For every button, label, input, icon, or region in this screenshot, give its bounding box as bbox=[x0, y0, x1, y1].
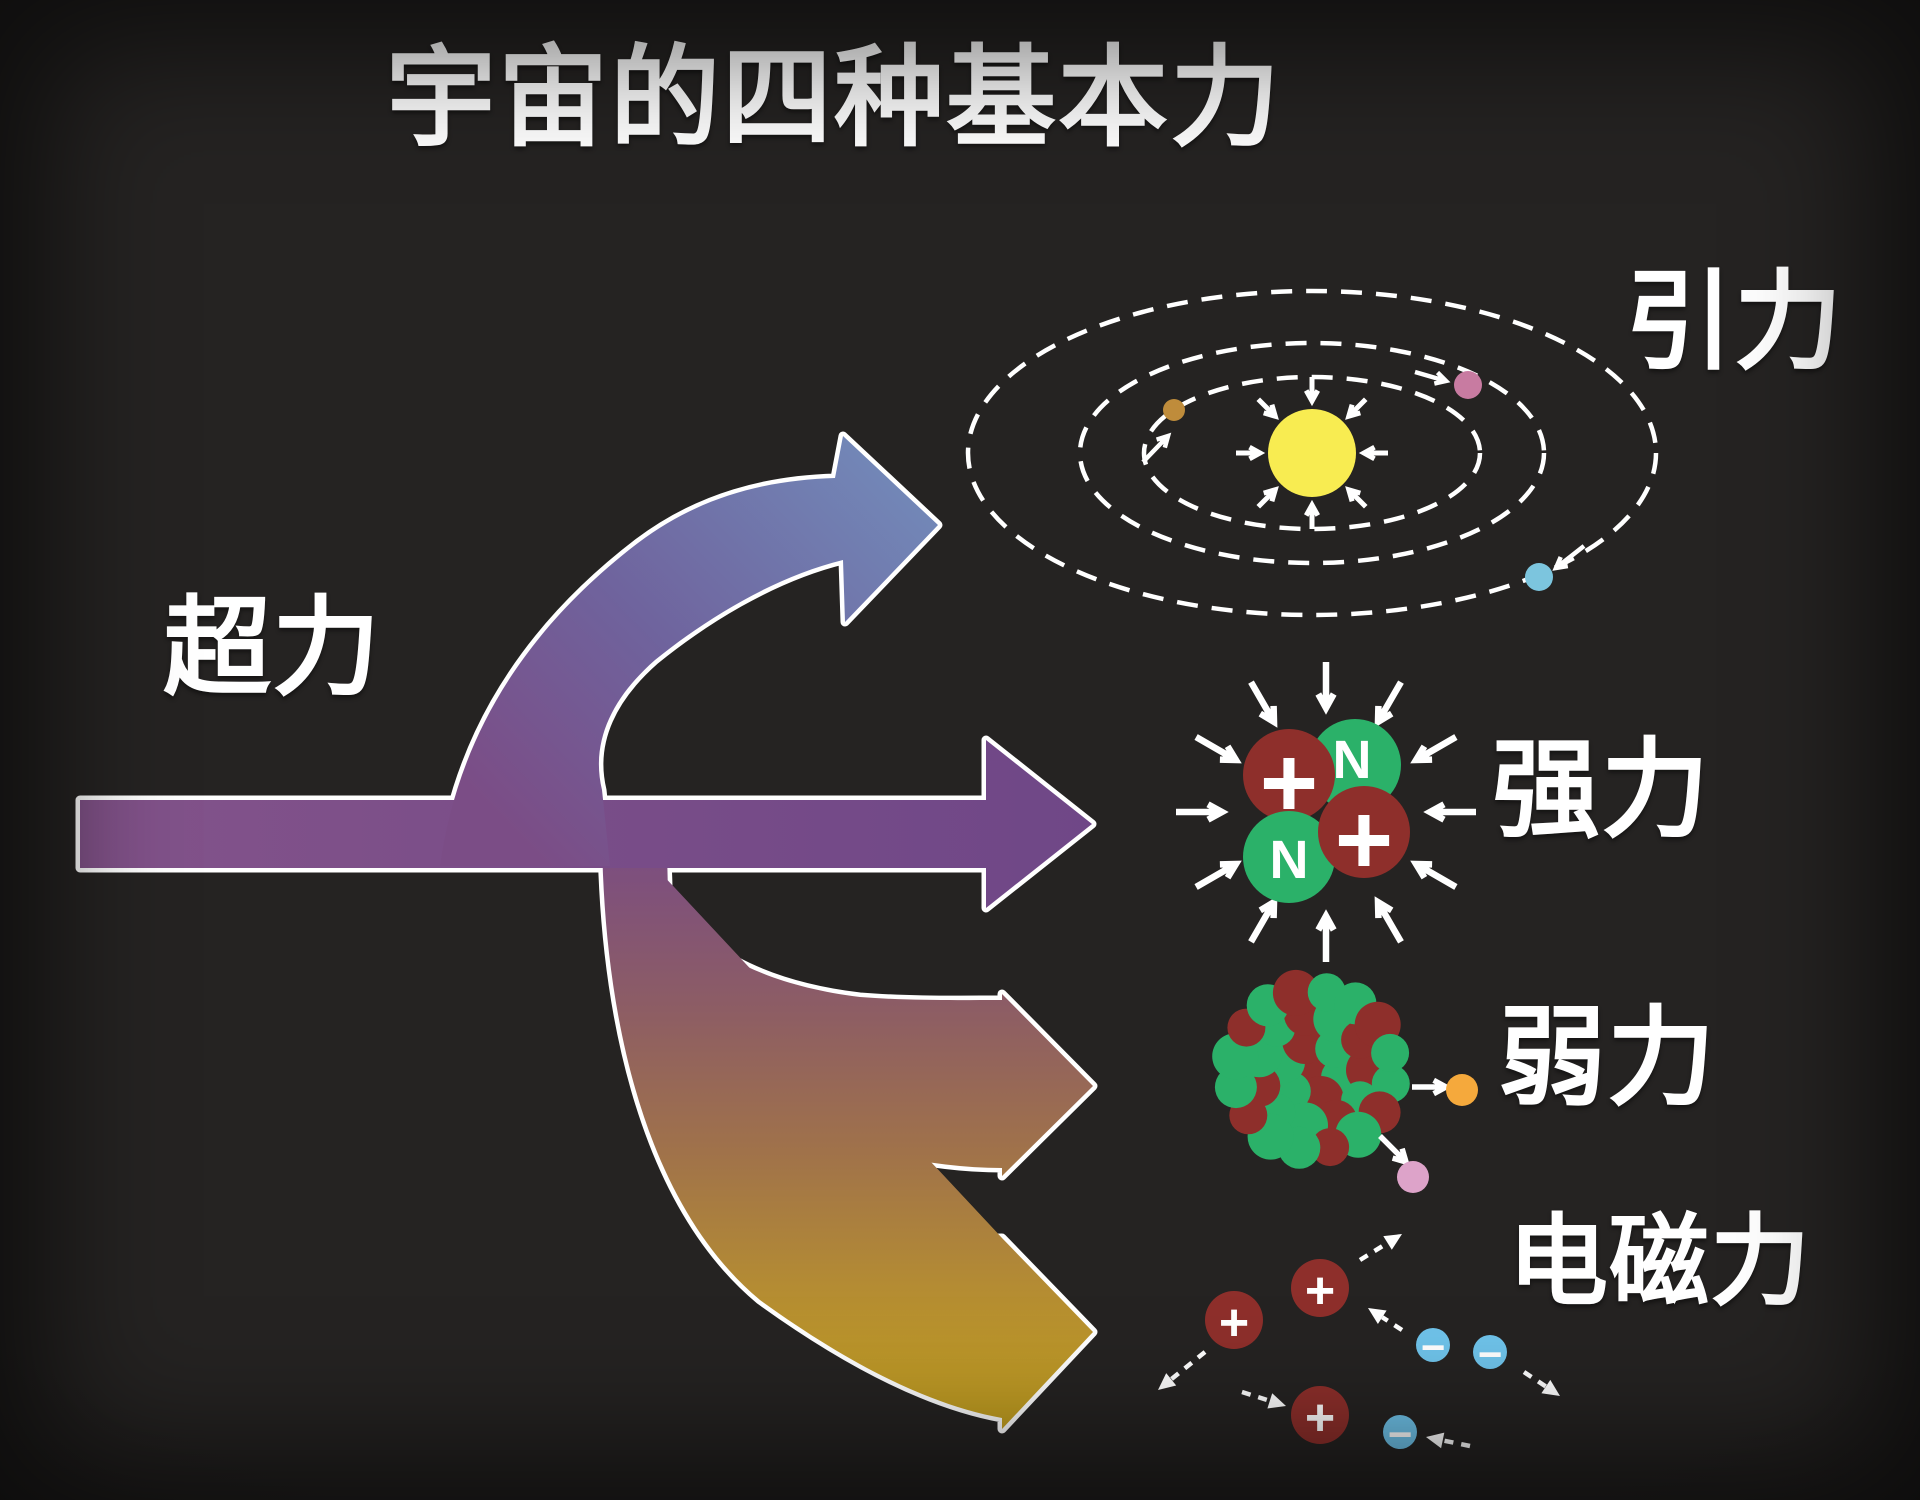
superforce-branch-arrows bbox=[80, 436, 1093, 1429]
negative-symbol: − bbox=[1388, 1411, 1413, 1458]
negative-symbol: − bbox=[1478, 1331, 1503, 1378]
emitted-particle-pink bbox=[1397, 1161, 1429, 1193]
charge-motion-arrows bbox=[1158, 1234, 1560, 1449]
label-strong-force: 强力 bbox=[1492, 729, 1711, 850]
orbit-direction-arrows bbox=[1141, 369, 1586, 571]
proton bbox=[1243, 729, 1335, 821]
neutron-symbol: N bbox=[1333, 730, 1372, 790]
positive-symbol: + bbox=[1305, 1389, 1335, 1447]
emitted-particle-orange bbox=[1446, 1074, 1478, 1106]
negative-symbol: − bbox=[1421, 1324, 1446, 1371]
proton-symbol: + bbox=[1335, 784, 1393, 896]
proton bbox=[1318, 786, 1410, 878]
negative-charges: − − − bbox=[1383, 1324, 1507, 1458]
positive-symbol: + bbox=[1305, 1262, 1335, 1320]
emission-arrows bbox=[1378, 1077, 1452, 1167]
planet-pink bbox=[1454, 371, 1482, 399]
neutron-symbol: N bbox=[1270, 830, 1309, 890]
proton-symbol: + bbox=[1260, 727, 1318, 839]
strong-inward-arrows bbox=[1176, 662, 1476, 962]
label-electromagnetic-force: 电磁力 bbox=[1508, 1206, 1811, 1318]
page-title: 宇宙的四种基本力 bbox=[386, 37, 1282, 160]
label-gravity: 引力 bbox=[1625, 261, 1844, 382]
strong-force-illustration: + + N N bbox=[1176, 662, 1476, 962]
label-superforce: 超力 bbox=[163, 587, 382, 708]
label-weak-force: 弱力 bbox=[1498, 997, 1717, 1118]
neutron bbox=[1243, 811, 1335, 903]
planet-tan bbox=[1163, 399, 1185, 421]
positive-charges: + + + bbox=[1205, 1259, 1349, 1447]
sun bbox=[1268, 409, 1356, 497]
gravity-inward-arrows bbox=[1236, 377, 1388, 529]
nucleus-blob bbox=[1212, 969, 1410, 1169]
gravity-illustration bbox=[965, 288, 1659, 618]
planet-blue bbox=[1525, 563, 1553, 591]
electromagnetic-illustration: + + + − − − bbox=[1158, 1234, 1560, 1458]
positive-symbol: + bbox=[1219, 1294, 1249, 1352]
weak-force-illustration bbox=[1212, 969, 1478, 1193]
